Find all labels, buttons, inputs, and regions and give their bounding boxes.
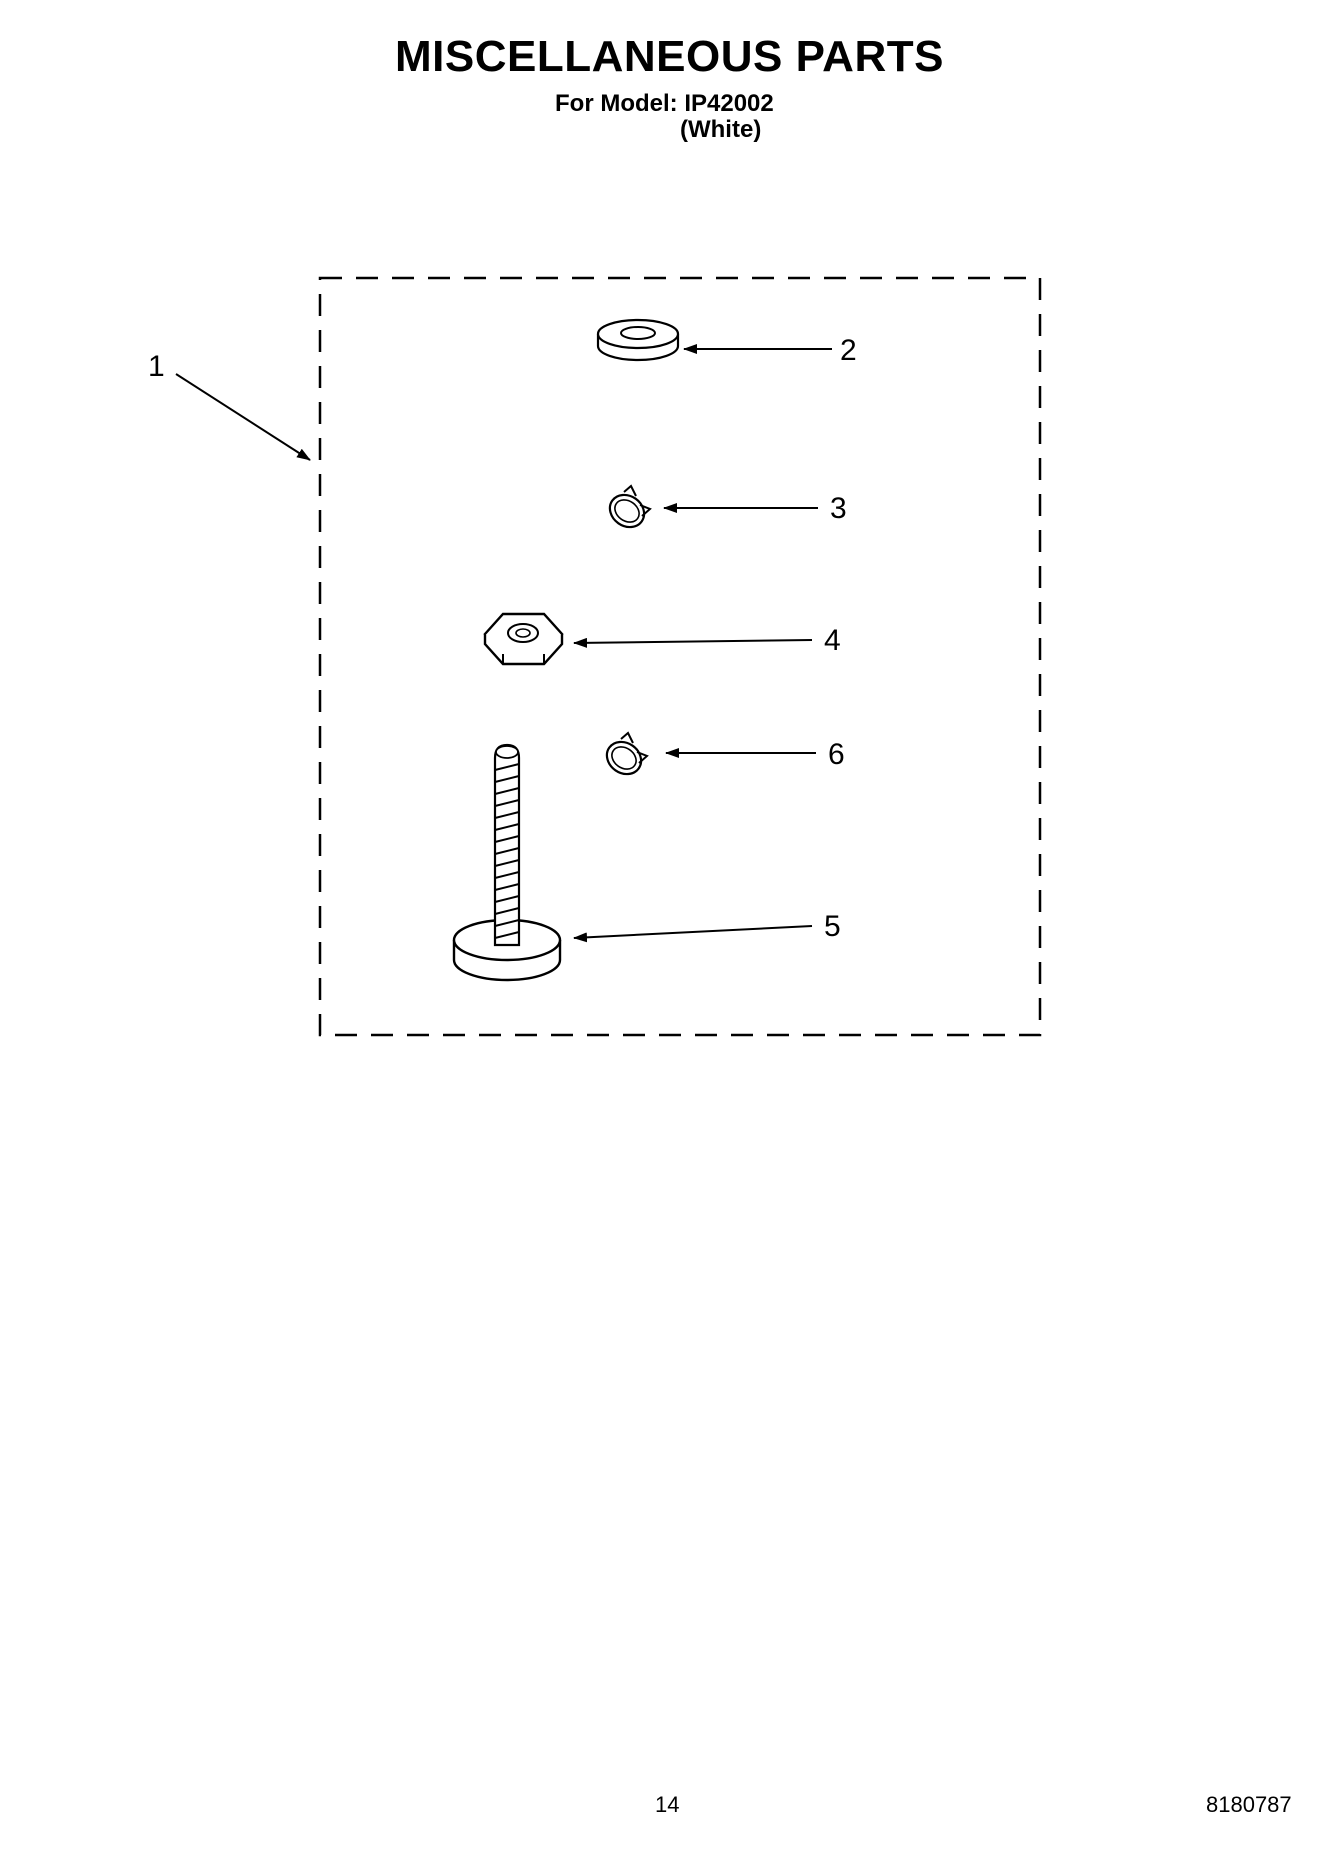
- retaining-ring-icon: [608, 484, 652, 529]
- model-label: For Model: IP42002: [555, 90, 774, 117]
- leader-line-1: [175, 373, 311, 461]
- callout-2: 2: [840, 334, 857, 367]
- model-variant: (White): [680, 116, 762, 143]
- callout-4: 4: [824, 624, 841, 657]
- callout-3: 3: [830, 492, 847, 525]
- retaining-ring-icon: [605, 731, 649, 776]
- leveling-leg-bolt-icon: [452, 743, 562, 982]
- callout-6: 6: [828, 738, 845, 771]
- kit-boundary: [318, 276, 1042, 1037]
- leader-line-4: [573, 637, 813, 648]
- page-number: 14: [655, 1792, 680, 1817]
- hex-nut-icon: [483, 612, 564, 666]
- page-title: MISCELLANEOUS PARTS: [395, 32, 944, 81]
- document-number: 8180787: [1206, 1792, 1292, 1817]
- flat-washer-icon: [596, 318, 680, 362]
- callout-1: 1: [148, 350, 165, 383]
- callout-5: 5: [824, 910, 841, 943]
- leader-line-5: [573, 925, 813, 943]
